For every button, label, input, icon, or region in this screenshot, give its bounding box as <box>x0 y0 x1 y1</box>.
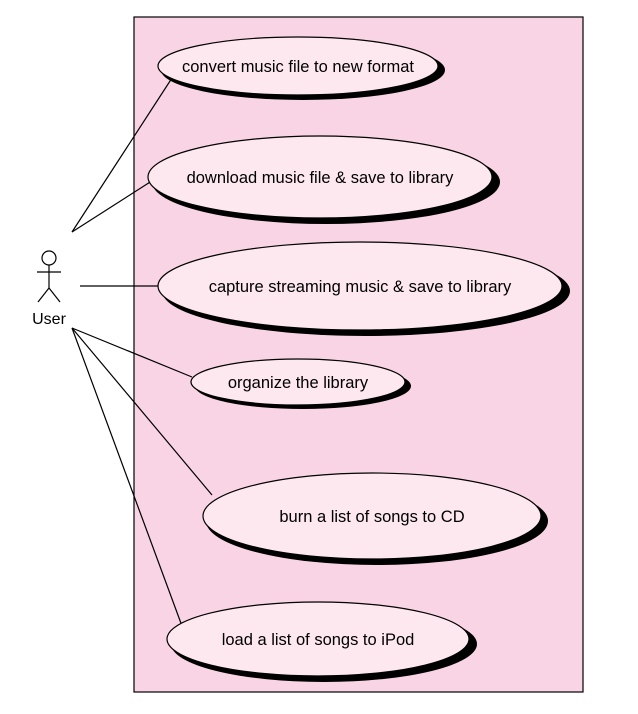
use-case-load[interactable]: load a list of songs to iPod <box>166 601 477 682</box>
actor-right-leg <box>48 287 61 303</box>
use-case-label: load a list of songs to iPod <box>222 631 415 649</box>
use-case-ellipse <box>190 358 406 406</box>
use-case-capture[interactable]: capture streaming music & save to librar… <box>157 241 570 336</box>
actor-label: User <box>32 311 66 328</box>
association-burn <box>71 327 213 496</box>
use-case-ellipse <box>157 241 563 331</box>
use-case-label: capture streaming music & save to librar… <box>209 278 512 296</box>
system-boundary <box>133 16 584 693</box>
use-case-download[interactable]: download music file & save to library <box>147 135 500 224</box>
use-case-label: convert music file to new format <box>182 58 414 76</box>
use-case-ellipse <box>147 135 493 219</box>
use-case-label: organize the library <box>228 374 369 392</box>
use-case-ellipse <box>157 36 439 96</box>
stick-figure-icon <box>37 250 61 303</box>
use-case-organize[interactable]: organize the library <box>190 358 411 409</box>
association-convert <box>71 77 173 233</box>
actor-head <box>41 250 57 266</box>
associations <box>71 77 213 627</box>
use-case-burn[interactable]: burn a list of songs to CD <box>202 472 548 565</box>
use-case-label: download music file & save to library <box>187 169 455 187</box>
association-organize <box>71 327 193 378</box>
association-load <box>71 327 183 627</box>
actor-user[interactable] <box>37 250 61 303</box>
use-case-ellipse <box>202 472 542 560</box>
use-case-ellipse <box>166 601 470 677</box>
association-download <box>71 176 159 233</box>
actor-left-leg <box>37 287 50 303</box>
use-case-label: burn a list of songs to CD <box>279 508 464 526</box>
use-case-convert[interactable]: convert music file to new format <box>157 36 445 100</box>
